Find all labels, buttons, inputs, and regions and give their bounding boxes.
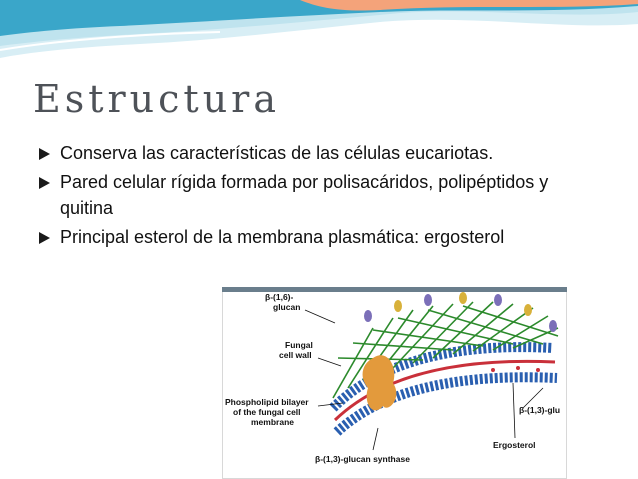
slide-title: Estructura — [33, 77, 280, 121]
label-glucan-16: β-(1,6)- — [265, 292, 293, 302]
label-glucan-16-b: glucan — [273, 302, 300, 312]
bullet-text: Principal esterol de la membrana plasmát… — [60, 227, 505, 247]
membrane-outer-layer — [329, 342, 554, 412]
label-phospholipid-3: membrane — [251, 417, 294, 427]
diagram-top-border — [222, 287, 567, 292]
bullet-item: Conserva las características de las célu… — [36, 140, 626, 166]
label-ergosterol: Ergosterol — [493, 440, 536, 450]
bullet-item: Principal esterol de la membrana plasmát… — [36, 224, 550, 250]
label-cell-wall: cell wall — [279, 350, 312, 360]
label-synthase: β-(1,3)-glucan synthase — [315, 454, 410, 464]
cell-wall-diagram: β-(1,6)- glucan Fungal cell wall Phospho… — [222, 287, 567, 479]
header-waves-decoration — [0, 0, 638, 58]
bullet-text: Pared celular rígida formada por polisac… — [60, 172, 549, 218]
bullet-arrow-icon — [39, 177, 50, 189]
label-phospholipid-2: of the fungal cell — [233, 407, 301, 417]
leader-lines — [304, 309, 544, 451]
label-phospholipid-1: Phospholipid bilayer — [225, 397, 309, 407]
cell-wall-diagram-svg: β-(1,6)- glucan Fungal cell wall Phospho… — [225, 292, 560, 464]
glucan-synthase-shape — [362, 355, 397, 411]
bullet-arrow-icon — [39, 232, 50, 244]
cell-wall-proteins — [364, 292, 557, 332]
membrane-red-line — [333, 359, 556, 422]
membrane-inner-layer — [333, 372, 558, 436]
ergosterol-markers — [491, 366, 540, 372]
label-fungal: Fungal — [285, 340, 313, 350]
bullet-item: Pared celular rígida formada por polisac… — [36, 169, 560, 221]
label-glucan-13: β-(1,3)-glu — [519, 405, 560, 415]
bullet-list: Conserva las características de las célu… — [36, 140, 626, 250]
bullet-arrow-icon — [39, 148, 50, 160]
bullet-text: Conserva las características de las célu… — [60, 143, 494, 163]
